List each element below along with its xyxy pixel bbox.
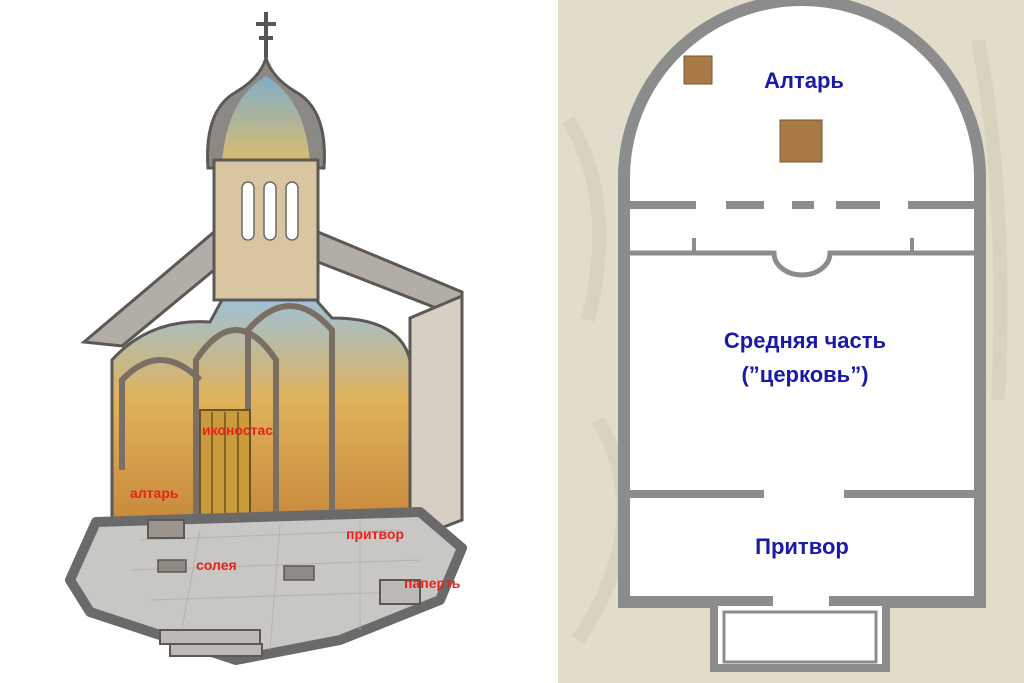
entrance-steps xyxy=(159,579,421,657)
floor-slab xyxy=(157,559,187,573)
label-porch: паперть xyxy=(404,575,461,591)
plan-table-of-oblation xyxy=(683,55,713,85)
label-nave-line1: Средняя часть xyxy=(723,328,887,353)
label-narthex-cutaway: притвор xyxy=(346,526,404,542)
label-iconostasis: иконостас xyxy=(202,422,274,438)
label-altar-cutaway: алтарь xyxy=(130,485,179,501)
church-cutaway-illustration xyxy=(65,12,467,665)
label-nave-line2: (”церковь”) xyxy=(741,362,869,387)
label-soleas: солея xyxy=(196,557,237,573)
label-narthex-plan: Притвор xyxy=(755,534,849,559)
cross-icon xyxy=(256,12,276,58)
interior-frescoes xyxy=(110,298,412,522)
church-floor-plan xyxy=(558,0,1024,683)
label-altar-plan: Алтарь xyxy=(764,68,844,93)
plan-outer-wall xyxy=(618,0,986,608)
church-floor xyxy=(65,507,467,665)
floor-slab xyxy=(283,565,315,581)
altar-table xyxy=(147,519,185,539)
plan-soleas xyxy=(624,250,980,278)
plan-holy-table xyxy=(779,119,823,163)
side-wall xyxy=(408,293,464,543)
